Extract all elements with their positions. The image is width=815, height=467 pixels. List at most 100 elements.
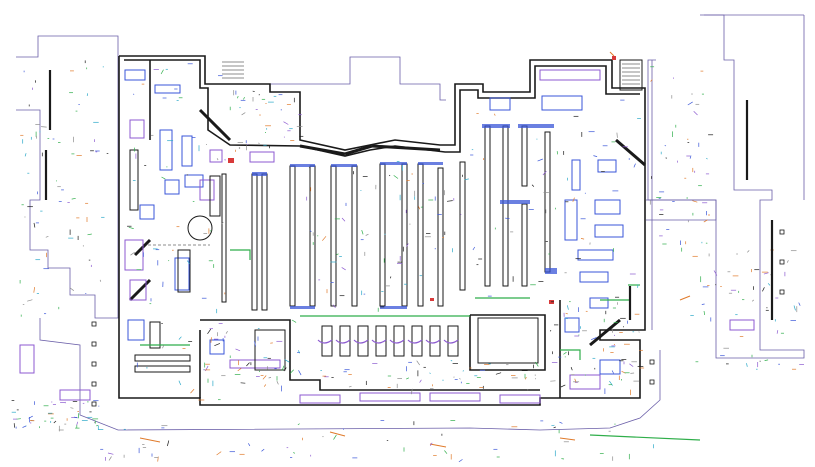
fixture-mark [45, 235, 49, 238]
fixture-mark [613, 343, 616, 346]
right-diagonal-b [589, 318, 621, 347]
bottom-property-line [39, 318, 661, 431]
fixture-mark [108, 456, 112, 461]
fixture-mark [161, 176, 166, 180]
fixture-mark [167, 440, 170, 447]
fixture-mark [390, 276, 392, 279]
fixture-mark [333, 434, 337, 440]
fixture-mark [616, 132, 618, 138]
fixture-mark [563, 351, 567, 355]
fixture-mark [361, 229, 364, 235]
fixture-mark [535, 361, 539, 367]
fixture-mark [160, 69, 164, 75]
fixture-mark [268, 377, 272, 379]
fixture-mark [74, 416, 78, 419]
fixture-mark [429, 442, 433, 446]
fixture-mark [216, 451, 222, 456]
fixture-mark [276, 380, 279, 385]
fixture-mark [258, 370, 261, 373]
fixture-mark [703, 310, 706, 316]
fixture-mark [297, 423, 300, 426]
fixture-mark [336, 253, 339, 256]
fixture-mark [746, 363, 748, 367]
fixture-mark [341, 267, 346, 271]
fixture-mark [553, 426, 556, 429]
fixture-mark [76, 421, 79, 426]
fixture-mark [593, 155, 598, 157]
roof-outline [270, 56, 446, 101]
gondola-aisle [221, 173, 227, 303]
scattered-fixture-marks [11, 60, 804, 463]
warm-accents [139, 51, 691, 448]
fixture-mark [237, 368, 242, 372]
fixture-mark [715, 284, 717, 286]
fixture-mark [243, 96, 245, 100]
fixture-mark [763, 272, 769, 275]
fixture-mark [225, 331, 228, 334]
fixture-mark [221, 221, 224, 225]
fixture-mark [216, 158, 219, 161]
fixture-mark [464, 178, 469, 181]
fixture-mark [560, 384, 566, 388]
fixture-mark [494, 113, 496, 116]
fixture-mark [248, 443, 251, 447]
fixture-mark [495, 372, 502, 375]
fixture-mark [609, 380, 613, 386]
fixture-mark [567, 305, 569, 310]
fixture-mark [703, 219, 708, 223]
fixture-mark [689, 155, 692, 159]
fixture-mark [418, 206, 421, 210]
fixture-mark [27, 299, 33, 302]
fixture-mark [186, 260, 190, 265]
fixture-mark [638, 331, 640, 333]
fixture-mark [99, 279, 102, 282]
fixture-mark [263, 384, 267, 387]
fixture-mark [298, 350, 300, 354]
fixture-mark [284, 359, 290, 363]
fixture-mark [687, 101, 693, 106]
fixture-mark [559, 421, 563, 424]
stair-hatching [222, 61, 640, 85]
fixture-mark [590, 337, 597, 341]
fixture-mark [701, 303, 705, 305]
fixture-mark [713, 270, 718, 276]
gondola-aisle [437, 167, 444, 307]
fixture-mark [798, 302, 801, 306]
fixture-mark [747, 250, 750, 253]
backroom-wall [200, 319, 540, 391]
fixture-mark [786, 260, 789, 263]
fixture-mark [565, 317, 568, 320]
fixture-mark [309, 230, 312, 232]
fixture-mark [388, 174, 391, 177]
fixture-mark [298, 370, 302, 376]
fixture-mark [633, 163, 636, 168]
fixture-mark [458, 459, 463, 463]
fixture-mark [33, 287, 35, 293]
checkout-lane-accents [317, 339, 459, 344]
fixture-mark [281, 365, 285, 371]
entry-diagonal-left [198, 108, 232, 142]
fixture-mark [254, 341, 256, 347]
fixture-mark [210, 337, 212, 343]
receiving-wall [469, 314, 546, 371]
fixture-mark [291, 319, 297, 323]
site-boundary [16, 14, 805, 431]
fixture-mark [580, 238, 585, 240]
fixture-mark [751, 299, 755, 302]
center-gondola-aisles [221, 125, 551, 311]
fixture-mark [96, 424, 99, 427]
fixture-mark [537, 158, 543, 162]
fixture-mark [132, 93, 135, 95]
fixture-mark [793, 305, 796, 311]
fixture-mark [429, 372, 431, 374]
fixture-mark [107, 452, 114, 455]
fixture-mark [565, 312, 568, 315]
fixture-mark [341, 217, 346, 222]
left-building-outline [16, 35, 119, 319]
fixture-mark [262, 375, 267, 380]
fixture-mark [348, 385, 352, 388]
fixture-mark [406, 243, 409, 247]
fixture-mark [650, 79, 653, 82]
fixture-mark [71, 197, 76, 200]
fixture-mark [764, 359, 769, 361]
